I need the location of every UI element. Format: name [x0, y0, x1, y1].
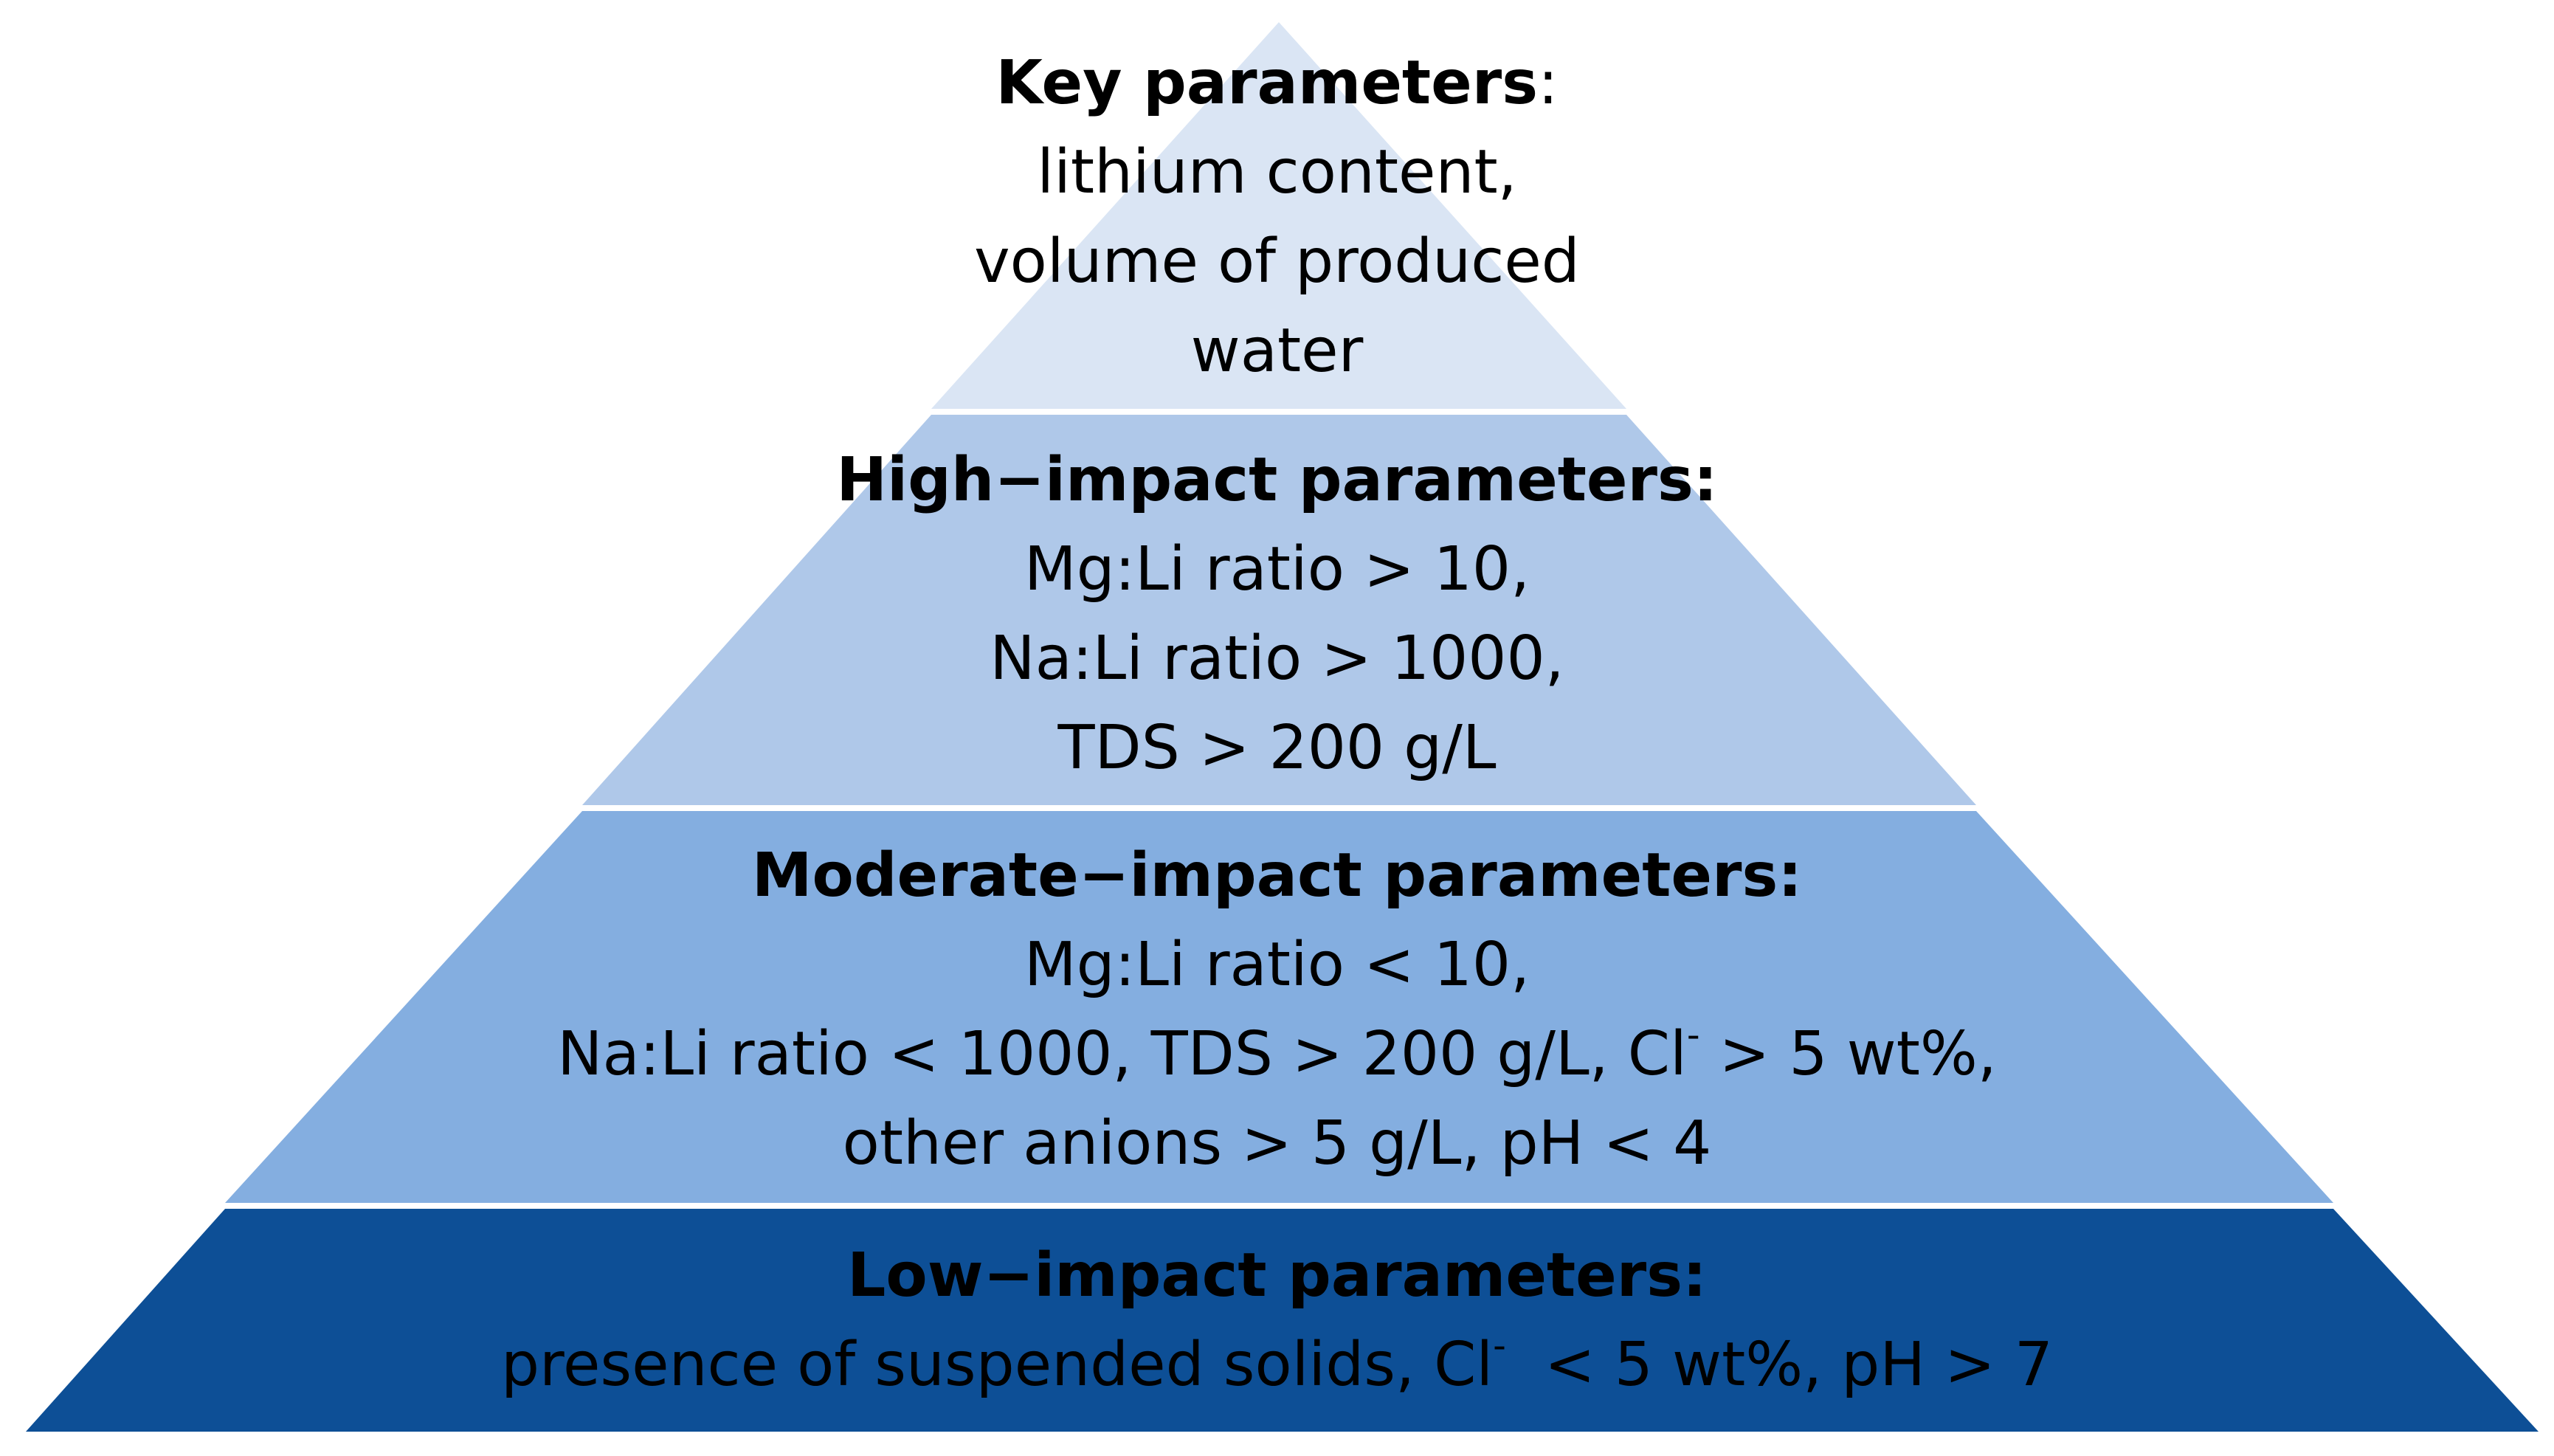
tier-key-line: volume of produced — [974, 227, 1580, 297]
tier-low-line-text: presence of suspended solids, Cl — [500, 1330, 1494, 1400]
tier-key-line: lithium content, — [1037, 137, 1517, 207]
tier-moderate-heading: Moderate−impact parameters: — [751, 841, 1803, 911]
tier-low-line: presence of suspended solids, Cl- < 5 wt… — [0, 1320, 2554, 1410]
tier-moderate-shape — [225, 811, 2333, 1203]
tier-high-heading: High−impact parameters: — [836, 445, 1718, 515]
tier-high-line: Mg:Li ratio > 10, — [1024, 534, 1530, 604]
chloride-charge-superscript: - — [1493, 1324, 1506, 1367]
tier-moderate-line: Na:Li ratio < 1000, TDS > 200 g/L, Cl- >… — [0, 1010, 2554, 1099]
tier-key-text: Key parameters: lithium content, volume … — [0, 38, 2554, 396]
tier-key-shape — [931, 22, 1626, 409]
tier-key-line: water — [1190, 316, 1364, 386]
tier-high-shape — [582, 415, 1976, 805]
tier-low-line-tail: < 5 wt%, pH > 7 — [1505, 1330, 2054, 1400]
tier-key-heading-colon: : — [1538, 48, 1559, 118]
tier-high-line: TDS > 200 g/L — [1057, 713, 1497, 783]
tier-moderate-line2-tail: > 5 wt%, — [1699, 1019, 1997, 1089]
tier-moderate-line: Mg:Li ratio < 10, — [1024, 930, 1530, 1000]
tier-high-text: High−impact parameters: Mg:Li ratio > 10… — [0, 435, 2554, 793]
tier-key-heading: Key parameters — [995, 48, 1538, 118]
tier-low-text: Low−impact parameters: presence of suspe… — [0, 1231, 2554, 1410]
tier-high-line: Na:Li ratio > 1000, — [990, 624, 1564, 694]
chloride-charge-superscript: - — [1686, 1013, 1700, 1057]
tier-moderate-text: Moderate−impact parameters: Mg:Li ratio … — [0, 831, 2554, 1188]
tier-low-shape — [26, 1209, 2539, 1432]
tier-moderate-line2-text: Na:Li ratio < 1000, TDS > 200 g/L, Cl — [557, 1019, 1687, 1089]
tier-moderate-line: other anions > 5 g/L, pH < 4 — [842, 1108, 1712, 1179]
tier-low-heading: Low−impact parameters: — [847, 1241, 1707, 1311]
